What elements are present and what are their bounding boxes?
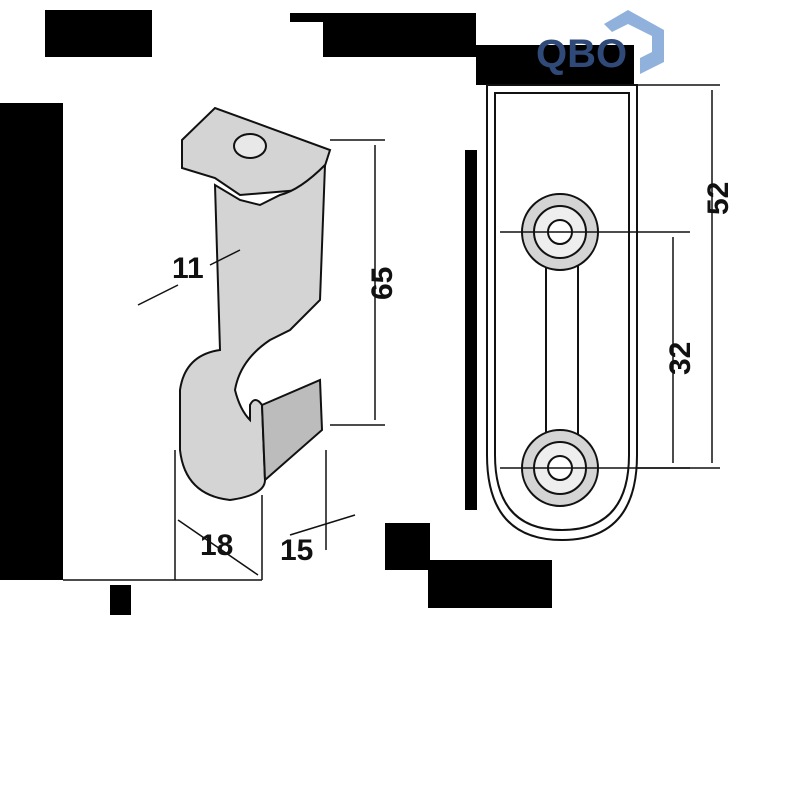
bracket-side (260, 378, 324, 483)
plate-rib (545, 264, 579, 436)
screw-hole (233, 133, 267, 159)
dim-label-52: 52 (702, 182, 735, 215)
block (323, 20, 476, 57)
plate-drawing (486, 84, 638, 542)
bracket-dimension-lines (63, 139, 385, 581)
block (428, 560, 552, 608)
logo-text: QBO (536, 32, 627, 76)
dim-label-18: 18 (200, 529, 233, 562)
block (0, 103, 63, 580)
block (476, 45, 634, 85)
dim-label-11: 11 (172, 252, 204, 285)
block (110, 585, 131, 615)
bracket-drawing (179, 106, 332, 502)
block (465, 150, 477, 510)
block (290, 13, 476, 22)
bracket-hook-body (179, 162, 327, 502)
redaction-blocks (0, 10, 634, 615)
dim-label-32: 32 (664, 342, 697, 375)
logo-mark-icon (604, 10, 664, 74)
dim-label-65: 65 (366, 267, 399, 300)
qbo-logo: QBO (536, 10, 664, 76)
block (385, 523, 430, 570)
block (45, 10, 152, 57)
dim-label-15: 15 (280, 534, 313, 567)
plate-dimension-lines (500, 84, 720, 469)
